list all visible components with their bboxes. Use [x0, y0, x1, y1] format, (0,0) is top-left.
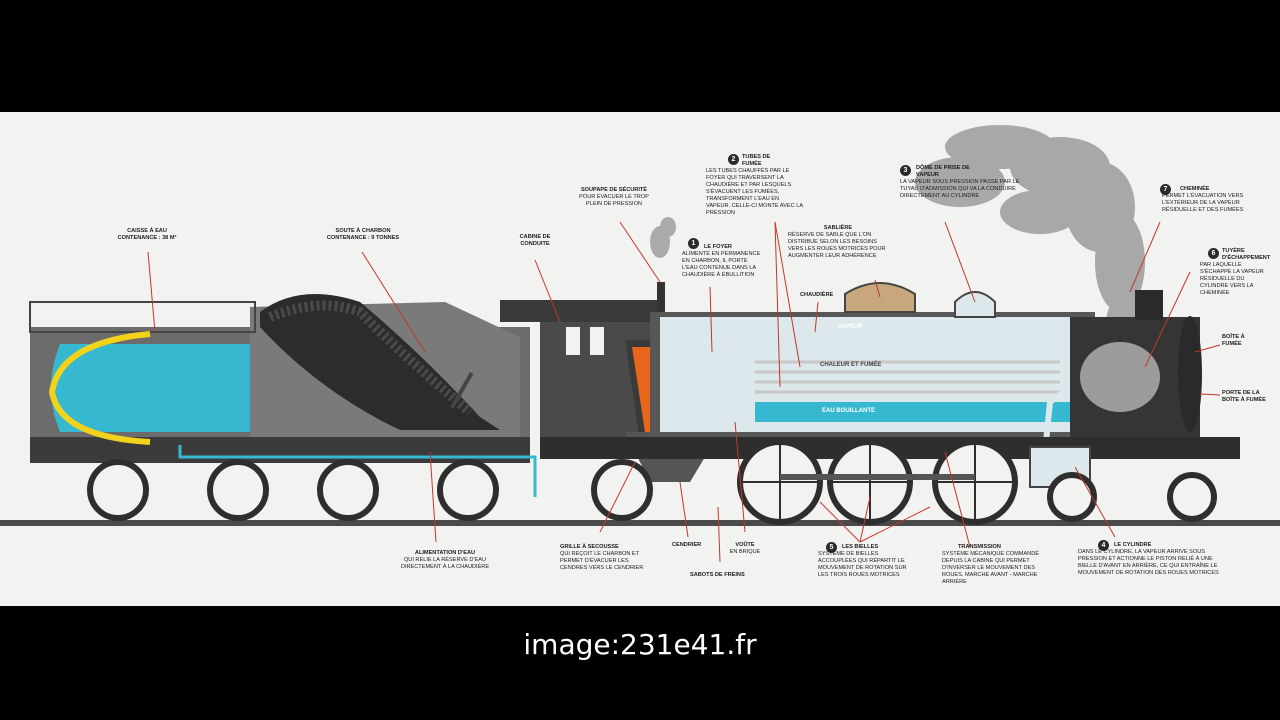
leader-lines	[147, 221, 1221, 563]
image-credit-caption: image:231e41.fr	[523, 628, 757, 661]
coupling-rod	[780, 474, 975, 480]
number-badge-2: 2	[728, 154, 739, 165]
number-badge-3: 3	[900, 165, 911, 176]
tender	[29, 294, 530, 463]
label-porte-boite: PORTE DE LA BOÎTE À FUMÉE	[1222, 390, 1266, 403]
safety-valve-steam	[650, 217, 676, 258]
label-sabots: SABOTS DE FREINS	[690, 572, 745, 578]
number-badge-6: 6	[1208, 248, 1219, 259]
number-badge-5: 5	[826, 542, 837, 553]
label-boite-fumee: BOÎTE À FUMÉE	[1222, 334, 1245, 347]
wheel-spokes	[742, 444, 1013, 520]
inner-label-chaleur: CHALEUR ET FUMÉE	[820, 362, 882, 368]
locomotive-body	[178, 282, 1240, 497]
number-badge-4: 4	[1098, 540, 1109, 551]
number-badge-1: 1	[688, 238, 699, 249]
inner-label-vapeur: VAPEUR	[838, 324, 863, 330]
label-chaudiere: CHAUDIÈRE	[800, 292, 834, 298]
label-cendrier: CENDRIER	[672, 542, 702, 548]
number-badge-7: 7	[1160, 184, 1171, 195]
inner-label-eau: EAU BOUILLANTE	[822, 408, 875, 414]
rail	[0, 520, 1280, 526]
locomotive-illustration	[0, 125, 1280, 563]
diagram-panel: VAPEUR CHALEUR ET FUMÉE EAU BOUILLANTE C…	[0, 112, 1280, 606]
